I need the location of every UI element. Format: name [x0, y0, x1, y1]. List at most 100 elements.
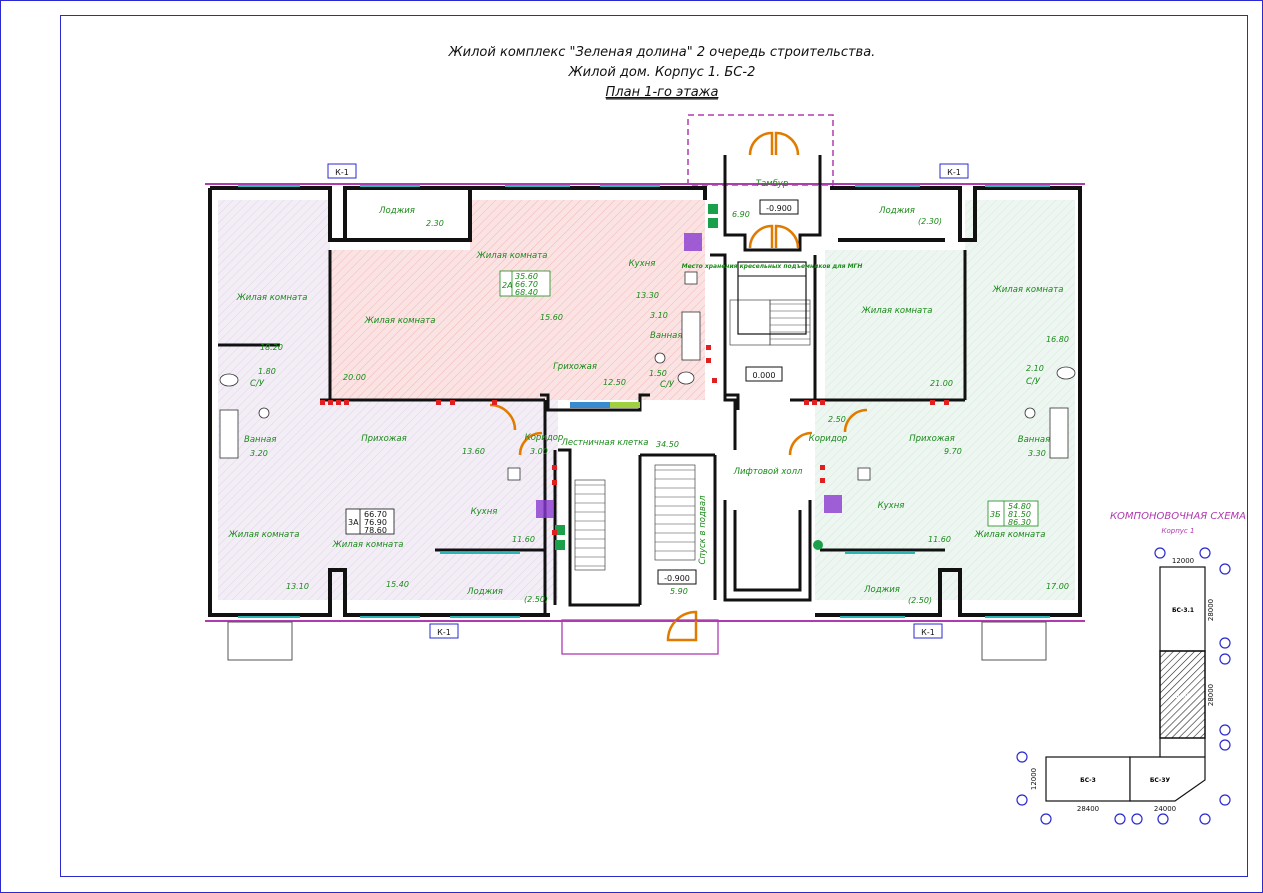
area-loggia-tr: (2.30): [918, 217, 942, 226]
area-loggia-bl: (2.50): [524, 595, 548, 604]
svg-text:54.80: 54.80: [1008, 502, 1031, 511]
area-corridor-l: 3.00: [530, 447, 548, 456]
svg-text:К-1: К-1: [335, 168, 349, 177]
svg-text:К-1: К-1: [437, 628, 451, 637]
svg-text:28000: 28000: [1207, 599, 1215, 621]
outer-walls: [208, 186, 1082, 617]
room-living-tm2: Жилая комната: [476, 251, 548, 261]
room-hall-br: Прихожая: [909, 434, 955, 444]
svg-text:БС-2: БС-2: [1175, 693, 1191, 700]
svg-text:76.90: 76.90: [364, 518, 387, 527]
title-line-1: Жилой комплекс "Зеленая долина" 2 очеред…: [448, 45, 876, 60]
section-marker-3: К-1: [429, 623, 459, 639]
svg-text:3Б: 3Б: [990, 510, 1001, 519]
area-bath-tl: 3.20: [250, 449, 268, 458]
room-corridor-r: Коридор: [809, 434, 848, 444]
room-bath-tl: Ванная: [244, 435, 276, 445]
area-wc-tr: 2.10: [1026, 364, 1044, 373]
area-hall-br: 9.70: [944, 447, 962, 456]
room-bath-br: Ванная: [1018, 435, 1050, 445]
windows: [238, 185, 1050, 618]
room-lift-hall: Лифтовой холл: [733, 467, 803, 477]
bath-fixtures: [219, 271, 1076, 481]
area-living-tm2: 15.60: [540, 313, 563, 322]
svg-text:-0.900: -0.900: [664, 574, 690, 583]
level-entry: -0.900: [657, 569, 697, 585]
svg-text:24000: 24000: [1154, 805, 1176, 813]
room-stair: Лестничная клетка: [560, 438, 648, 448]
section-marker-4: К-1: [913, 623, 943, 639]
svg-text:3А: 3А: [348, 518, 359, 527]
svg-text:К-1: К-1: [947, 168, 961, 177]
room-loggia-bl: Лоджия: [466, 587, 503, 597]
room-hall-bl: Прихожая: [361, 434, 407, 444]
svg-text:БС-3: БС-3: [1080, 777, 1096, 784]
room-kitchen-br: Кухня: [878, 501, 905, 511]
room-basement-exit: Спуск в подвал: [698, 495, 708, 565]
inner-walls: [218, 250, 967, 615]
svg-text:28000: 28000: [1207, 684, 1215, 706]
area-wc-tm: 3.10: [650, 311, 668, 320]
area-bath-br: 3.30: [1028, 449, 1046, 458]
area-hall-tm: 12.50: [603, 378, 626, 387]
area-living-tr: 21.00: [930, 379, 953, 388]
porch-outline: [687, 114, 834, 186]
svg-text:66.70: 66.70: [364, 510, 387, 519]
apartment-3b-table: 3Б 54.80 81.50 86.30: [987, 500, 1039, 527]
area-kitchen-br: 11.60: [928, 535, 951, 544]
room-hall-tm: Грихожая: [553, 362, 597, 372]
room-kitchen-tm: Кухня: [629, 259, 656, 269]
axis-markers: [1016, 547, 1231, 825]
area-loggia-tl: 2.30: [426, 219, 444, 228]
room-living-tm: Жилая комната: [364, 316, 436, 326]
apartment-right-fill: [825, 250, 970, 400]
area-kitchen-bl: 11.60: [512, 535, 535, 544]
area-tambour: 6.90: [732, 210, 750, 219]
stair-flights: [574, 299, 811, 571]
area-stair: 34.50: [656, 440, 679, 449]
level-floor: 0.000: [745, 366, 783, 382]
room-living-br: Жилая комната: [974, 530, 1046, 540]
room-living-tl: Жилая комната: [236, 293, 308, 303]
area-living-bl2: 15.40: [386, 580, 409, 589]
scheme-title: КОМПОНОВОЧНАЯ СХЕМА: [1110, 511, 1246, 522]
section-marker-1: К-1: [327, 163, 357, 179]
ventilation-blocks: [536, 204, 842, 550]
area-living-tl: 18.20: [260, 343, 283, 352]
area-stair-low: 5.90: [670, 587, 688, 596]
apartment-3a-table: 3А 66.70 76.90 78.60: [345, 508, 395, 535]
room-wc-tm: С/У: [660, 380, 675, 390]
mgn-storage-note: Место хранения кресельных подъемников дл…: [682, 263, 863, 270]
svg-text:БС-3У: БС-3У: [1150, 777, 1171, 784]
svg-text:0.000: 0.000: [753, 371, 776, 380]
room-living-bl2: Жилая комната: [332, 540, 404, 550]
svg-text:28400: 28400: [1077, 805, 1099, 813]
svg-text:12000: 12000: [1172, 557, 1194, 565]
svg-text:81.50: 81.50: [1008, 510, 1031, 519]
title-line-2: Жилой дом. Корпус 1. БС-2: [568, 65, 756, 80]
svg-text:35.60: 35.60: [515, 272, 538, 281]
area-bath-tm: 1.50: [649, 369, 667, 378]
area-corridor-r: 2.50: [828, 415, 846, 424]
room-loggia-tl: Лоджия: [378, 206, 415, 216]
area-living-tm: 20.00: [343, 373, 366, 382]
svg-text:12000: 12000: [1030, 768, 1038, 790]
room-wc-tr: С/У: [1026, 377, 1041, 387]
area-living-tr2: 16.80: [1046, 335, 1069, 344]
svg-text:2А: 2А: [502, 281, 513, 290]
room-living-bl1: Жилая комната: [228, 530, 300, 540]
room-kitchen-bl: Кухня: [471, 507, 498, 517]
area-loggia-br: (2.50): [908, 596, 932, 605]
section-marker-2: К-1: [939, 163, 969, 179]
apartment-2a-fill: [330, 250, 470, 400]
area-living-br: 17.00: [1046, 582, 1069, 591]
room-living-tr: Жилая комната: [861, 306, 933, 316]
fire-points: [320, 345, 949, 535]
room-loggia-tr: Лоджия: [878, 206, 915, 216]
entry-doors: [489, 131, 868, 642]
room-living-tr2: Жилая комната: [992, 285, 1064, 295]
svg-text:86.30: 86.30: [1008, 518, 1031, 527]
area-hall-bl: 13.60: [462, 447, 485, 456]
area-wc-tl: 1.80: [258, 367, 276, 376]
